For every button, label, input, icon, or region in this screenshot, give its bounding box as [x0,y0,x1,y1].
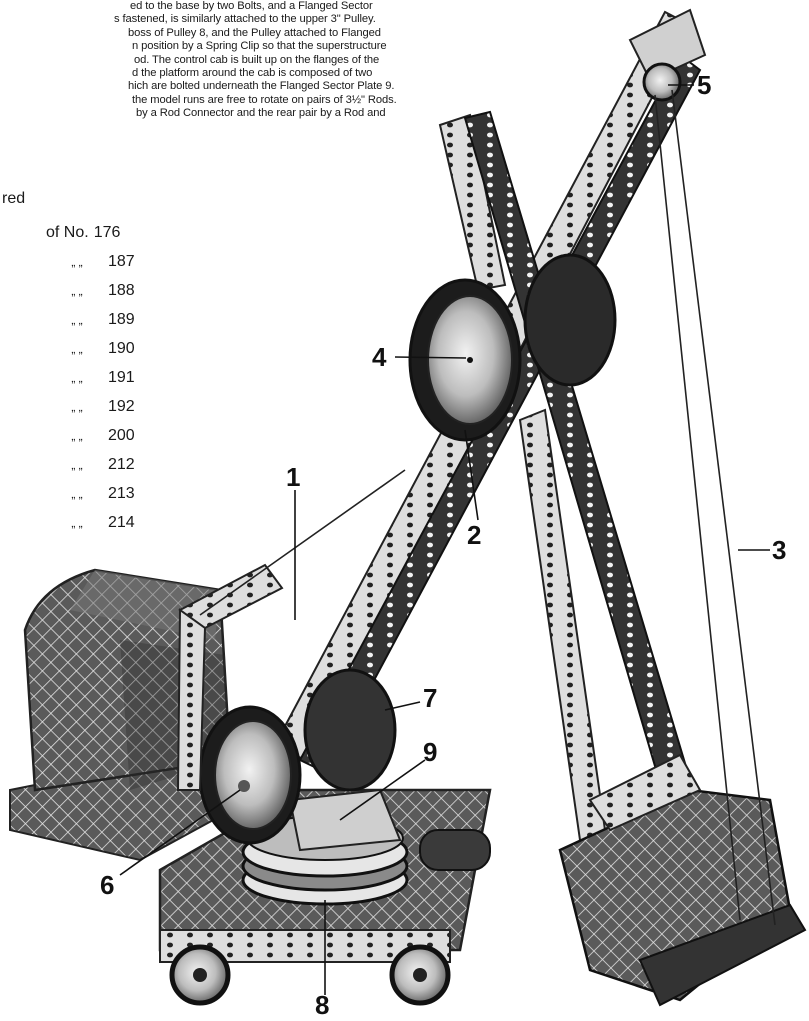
parts-row: „ „ 213 [0,479,135,508]
ditto-mark: „ „ [71,487,83,501]
parts-list: of No. 176 „ „ 187 „ „ 188 „ „ 189 „ „ 190 „… [0,218,135,537]
part-number: 189 [108,311,135,328]
part-number: 213 [108,485,135,502]
intro-line: n position by a Spring Clip so that the … [132,40,387,53]
flanged-sector-plate [288,788,402,852]
parts-row: „ „ 192 [0,392,135,421]
parts-row: „ „ 212 [0,450,135,479]
part-number: 191 [108,369,135,386]
intro-line: by a Rod Connector and the rear pair by … [136,107,386,120]
ditto-mark: „ „ [71,342,83,356]
ditto-mark: „ „ [71,429,83,443]
cord-lines [199,89,776,926]
callout-8: 8 [315,990,330,1020]
cross-strip-light [438,113,507,292]
intro-line: od. The control cab is built up on the f… [134,53,380,66]
leader-lines [119,84,770,995]
callout-9: 9 [423,737,438,767]
intro-line: ed to the base by two Bolts, and a Flang… [130,0,373,12]
callout-3: 3 [772,535,787,565]
parts-row: „ „ 187 [0,247,135,276]
parts-row: of No. 176 [0,218,135,247]
part-number: 212 [108,456,135,473]
part-number: 187 [108,253,135,270]
part-number: 192 [108,398,135,415]
part-number: 176 [93,224,121,241]
intro-line: s fastened, is similarly attached to the… [114,13,376,26]
jib-head [628,8,707,102]
ditto-mark: „ „ [71,371,83,385]
ditto-mark: „ „ [71,516,83,530]
parts-heading: red [2,190,26,207]
part-number: 214 [108,514,135,531]
parts-row: „ „ 200 [0,421,135,450]
callout-5: 5 [697,70,712,100]
parts-row: „ „ 188 [0,276,135,305]
callout-2: 2 [467,520,482,550]
intro-line: boss of Pulley 8, and the Pulley attache… [128,26,381,39]
parts-row: „ „ 190 [0,334,135,363]
ditto-mark: „ „ [71,458,83,472]
ditto-mark: „ „ [71,284,83,298]
ditto-mark: „ „ [71,255,83,269]
intro-line: hich are bolted underneath the Flanged S… [128,80,395,93]
intro-line: d the platform around the cab is compose… [132,67,373,80]
instruction-text: ed to the base by two Bolts, and a Flang… [0,0,440,121]
callout-1: 1 [286,462,301,492]
cab-frame [176,563,284,791]
parts-row: „ „ 191 [0,363,135,392]
parts-row: „ „ 189 [0,305,135,334]
callout-7: 7 [423,683,438,713]
parts-prefix: of No. [46,224,89,241]
pulley-large-upper [408,253,617,442]
ditto-mark: „ „ [71,400,83,414]
part-number: 190 [108,340,135,357]
parts-row: „ „ 214 [0,508,135,537]
part-number: 188 [108,282,135,299]
part-number: 200 [108,427,135,444]
pulley-lower [198,668,397,845]
callout-6: 6 [100,870,115,900]
intro-line: the model runs are free to rotate on pai… [132,93,397,106]
callout-4: 4 [372,342,387,372]
ditto-mark: „ „ [71,313,83,327]
